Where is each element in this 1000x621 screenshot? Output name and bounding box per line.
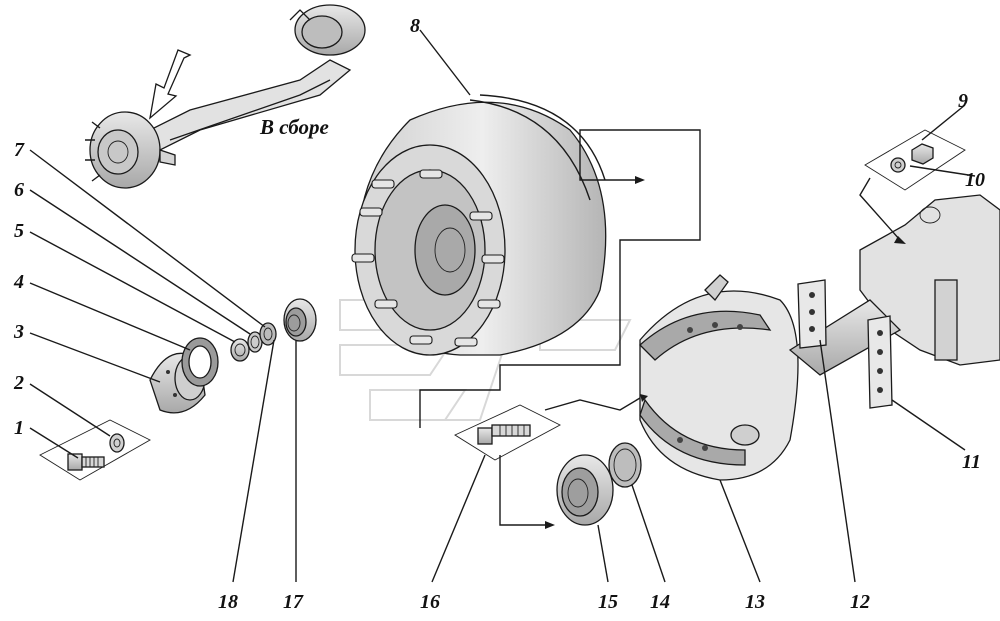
callout-17: 17 (283, 591, 304, 613)
assembly-caption: В сборе (259, 115, 329, 139)
callout-11: 11 (962, 451, 981, 473)
callout-12: 12 (850, 591, 870, 613)
axle-assembly-illustration (85, 4, 366, 189)
seal-ring (608, 442, 642, 488)
hub-nut (230, 338, 250, 362)
assembly-arrowheads (545, 176, 906, 529)
callout-10: 10 (965, 169, 985, 191)
lock-plate-11 (867, 315, 893, 409)
assembly-path-lines (419, 129, 901, 526)
callout-1: 1 (14, 417, 24, 439)
lock-plate-12 (797, 279, 827, 349)
bolt-washer-group (39, 419, 151, 481)
gasket (181, 337, 219, 387)
callout-6: 6 (14, 179, 24, 201)
lock-ring (259, 322, 277, 346)
callout-14: 14 (650, 591, 670, 613)
inner-bearing (556, 454, 614, 526)
hub-pointer-arrow (149, 49, 192, 120)
callout-5: 5 (14, 220, 24, 242)
callout-16: 16 (420, 591, 440, 613)
callout-4: 4 (13, 271, 24, 293)
callout-2: 2 (13, 372, 24, 394)
brake-drum (351, 94, 607, 356)
brake-shoe-assembly (639, 274, 799, 481)
callout-13: 13 (745, 591, 765, 613)
brake-bolt (454, 404, 561, 461)
callout-7: 7 (14, 139, 25, 161)
nut-washer-group (864, 129, 966, 191)
outer-bearing (283, 298, 317, 342)
callout-9: 9 (958, 90, 968, 112)
callout-8: 8 (410, 15, 420, 37)
callout-18: 18 (218, 591, 238, 613)
callout-3: 3 (13, 321, 24, 343)
callout-15: 15 (598, 591, 618, 613)
leader-lines (29, 29, 976, 583)
